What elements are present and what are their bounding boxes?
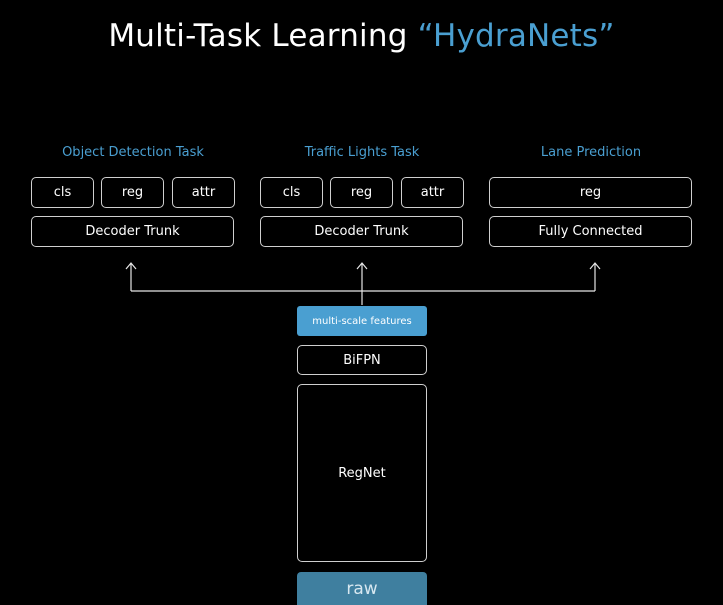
traffic-lights-cls-head: cls — [260, 177, 323, 208]
raw-input-box: raw — [297, 572, 427, 605]
bifpn-box: BiFPN — [297, 345, 427, 375]
object-detection-reg-head: reg — [101, 177, 164, 208]
arrowhead-object-detection — [125, 262, 137, 270]
object-detection-decoder-trunk: Decoder Trunk — [31, 216, 234, 247]
multi-scale-features-box: multi-scale features — [297, 306, 427, 336]
page-title: Multi-Task Learning “HydraNets” — [0, 18, 723, 54]
regnet-box: RegNet — [297, 384, 427, 562]
task-label-object-detection: Object Detection Task — [62, 145, 204, 160]
traffic-lights-reg-head: reg — [330, 177, 393, 208]
title-accent: “HydraNets” — [417, 18, 615, 54]
task-label-traffic-lights: Traffic Lights Task — [304, 145, 420, 160]
object-detection-attr-head: attr — [172, 177, 235, 208]
title-main: Multi-Task Learning — [108, 18, 418, 54]
traffic-lights-attr-head: attr — [401, 177, 464, 208]
traffic-lights-decoder-trunk: Decoder Trunk — [260, 216, 463, 247]
task-label-lane-prediction: Lane Prediction — [540, 145, 642, 160]
lane-prediction-reg-head: reg — [489, 177, 692, 208]
arrowhead-traffic-lights — [356, 262, 368, 270]
object-detection-cls-head: cls — [31, 177, 94, 208]
arrowhead-lane-prediction — [589, 262, 601, 270]
lane-prediction-fully-connected: Fully Connected — [489, 216, 692, 247]
